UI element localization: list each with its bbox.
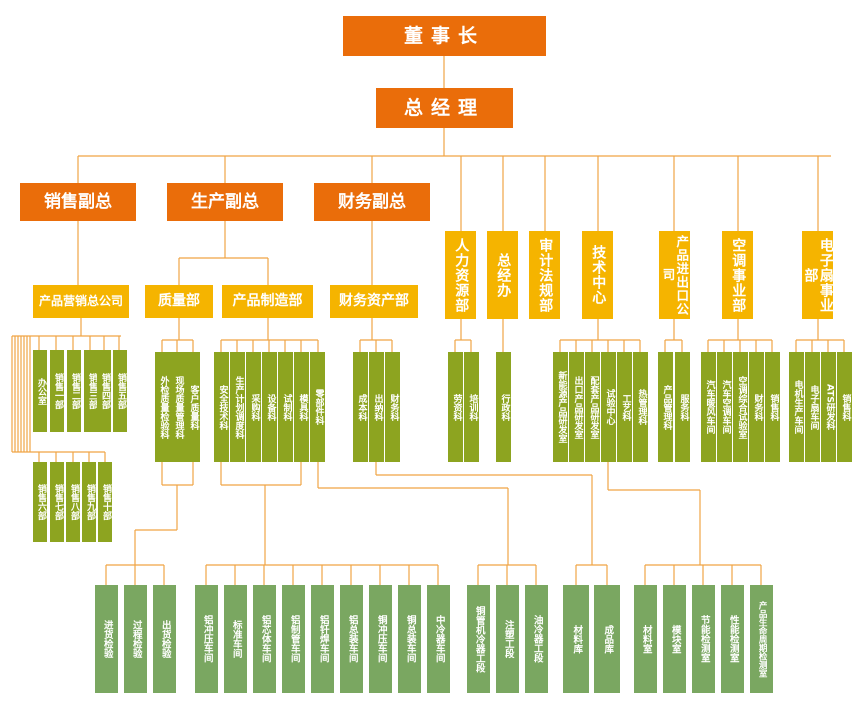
section-customer-quality: 客户质量科: [185, 352, 200, 462]
section-thermal-mgmt: 热管理科: [633, 352, 648, 462]
unit-injection-section: 注塑工段: [496, 585, 519, 693]
section-admin: 行政科: [496, 352, 511, 462]
section-mold: 模具科: [294, 352, 309, 462]
section-external-inspection: 外检质量检验科: [155, 352, 170, 462]
section-training: 培训科: [464, 352, 479, 462]
unit-intercooler-workshop: 中冷器车间: [427, 585, 450, 693]
section-trial-production: 试制科: [278, 352, 293, 462]
chairman-box: 董事长: [343, 16, 546, 56]
manufacturing-dept-box: 产品制造部: [222, 285, 313, 318]
unit-energy-test-room: 节能检测室: [692, 585, 715, 693]
section-sales-5: 销售五部: [113, 350, 127, 432]
marketing-company-box: 产品营销总公司: [33, 285, 129, 318]
section-test-center: 试验中心: [601, 352, 616, 462]
section-process: 工艺科: [617, 352, 632, 462]
section-export-rd: 出口产品研发室: [569, 352, 584, 462]
section-onsite-quality: 现场质量管理科: [170, 352, 185, 462]
section-sales-8: 销售八部: [66, 462, 80, 542]
section-sales-3: 销售三部: [84, 350, 98, 432]
fan-division-box: 电子扇事业部: [802, 231, 834, 319]
section-ats-rd: ATS研发科: [821, 352, 836, 462]
section-sales-10: 销售十部: [98, 462, 112, 542]
import-export-box: 产品进出口公司: [659, 231, 690, 319]
section-labor: 劳资科: [448, 352, 463, 462]
section-sales-6: 销售六部: [33, 462, 47, 542]
section-sales-4: 销售四部: [97, 350, 111, 432]
ac-division-box: 空调事业部: [722, 231, 753, 319]
section-sales-2: 销售二部: [67, 350, 81, 432]
section-sales-9: 销售九部: [82, 462, 96, 542]
hr-dept-box: 人力资源部: [445, 231, 476, 319]
section-production-planning: 生产计划调度科: [230, 352, 245, 462]
unit-cu-stamping-workshop: 铜冲压车间: [369, 585, 392, 693]
section-accounting: 财务科: [385, 352, 400, 462]
unit-oil-cooler-section: 油冷器工段: [525, 585, 548, 693]
audit-dept-box: 审计法规部: [529, 231, 560, 319]
section-product-mgmt: 产品管理科: [658, 352, 673, 462]
section-components: 零部件科: [310, 352, 325, 462]
section-cost: 成本科: [353, 352, 368, 462]
unit-incoming-inspection: 进货检验: [95, 585, 118, 693]
finance-assets-dept-box: 财务资产部: [330, 285, 418, 318]
section-sales-7: 销售七部: [50, 462, 64, 542]
unit-al-stamping-workshop: 铝冲压车间: [195, 585, 218, 693]
unit-performance-test-room: 性能检测室: [721, 585, 744, 693]
section-equipment: 设备科: [262, 352, 277, 462]
unit-cu-assembly-workshop: 铜总装车间: [398, 585, 421, 693]
section-supporting-rd: 配套产品研发室: [585, 352, 600, 462]
general-manager-box: 总经理: [376, 88, 513, 128]
section-service: 服务科: [675, 352, 690, 462]
section-motor-workshop: 电机生产车间: [789, 352, 804, 462]
section-fan-workshop: 电子扇车间: [805, 352, 820, 462]
unit-material-warehouse: 材料库: [563, 585, 589, 693]
finance-deputy-box: 财务副总: [314, 183, 430, 221]
unit-cu-tube-cooler-section: 铜管机冷器工段: [467, 585, 490, 693]
section-ac-finance: 财务科: [749, 352, 764, 462]
section-safety-tech: 安全技术科: [214, 352, 229, 462]
unit-material-room: 材料室: [634, 585, 657, 693]
sales-deputy-box: 销售副总: [20, 183, 136, 221]
unit-process-inspection: 过程检验: [124, 585, 147, 693]
section-car-ac-workshop: 汽车空调车间: [717, 352, 732, 462]
section-purchasing: 采购科: [246, 352, 261, 462]
unit-outgoing-inspection: 出货检验: [153, 585, 176, 693]
section-cashier: 出纳科: [369, 352, 384, 462]
quality-dept-box: 质量部: [145, 285, 213, 318]
section-car-heating-workshop: 汽车暖风车间: [701, 352, 716, 462]
unit-lifecycle-test-room: 产品生命周期检测室: [750, 585, 773, 693]
section-office: 办公室: [33, 350, 47, 432]
production-deputy-box: 生产副总: [167, 183, 283, 221]
unit-standard-workshop: 标准车间: [224, 585, 247, 693]
section-fan-sales: 销售科: [837, 352, 852, 462]
unit-al-assembly-workshop: 铝总装车间: [340, 585, 363, 693]
gm-office-box: 总经办: [487, 231, 518, 319]
unit-product-warehouse: 成品库: [594, 585, 620, 693]
section-new-energy-rd: 新能源产品研发室: [553, 352, 568, 462]
unit-module-room: 模块室: [663, 585, 686, 693]
unit-al-brazing-workshop: 铝钎焊车间: [311, 585, 334, 693]
section-ac-sales: 销售科: [765, 352, 780, 462]
section-sales-1: 销售一部: [50, 350, 64, 432]
unit-al-core-workshop: 铝芯体车间: [253, 585, 276, 693]
section-ac-test-lab: 空调综合试验室: [733, 352, 748, 462]
tech-center-box: 技术中心: [582, 231, 613, 319]
unit-al-tube-workshop: 铝制管车间: [282, 585, 305, 693]
